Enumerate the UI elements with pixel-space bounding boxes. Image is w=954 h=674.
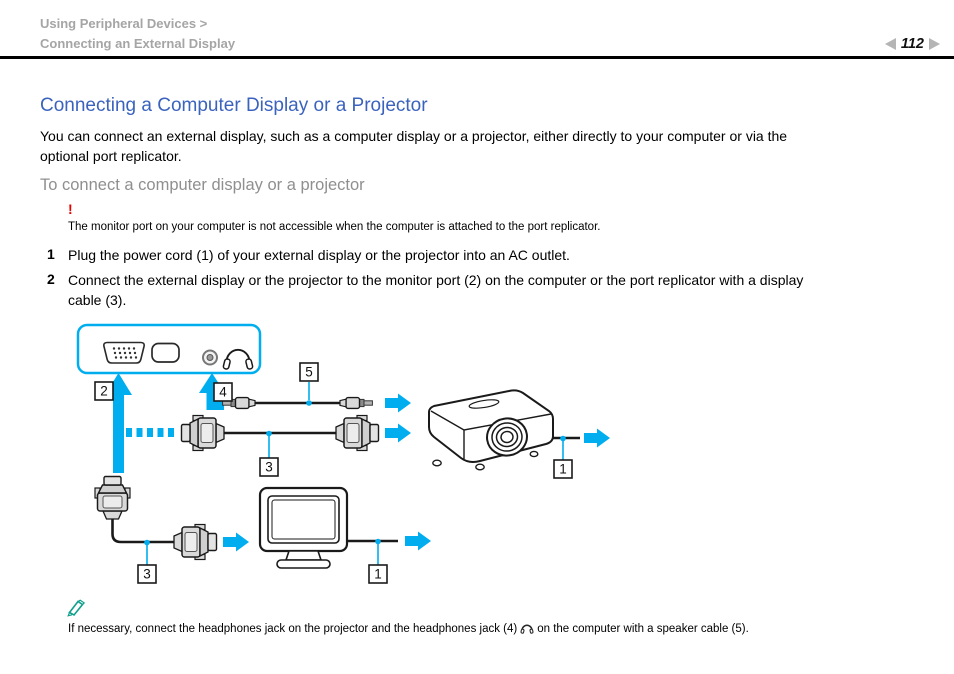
- svg-text:4: 4: [219, 385, 227, 400]
- next-page-icon[interactable]: [929, 38, 940, 50]
- headphones-icon: [222, 348, 254, 370]
- svg-text:3: 3: [143, 567, 151, 582]
- monitor-port-arrow: [105, 373, 132, 473]
- callout-leaders: [144, 382, 566, 565]
- svg-text:1: 1: [374, 567, 382, 582]
- page-title: Connecting a Computer Display or a Proje…: [40, 95, 428, 116]
- step-1-number: 1: [47, 246, 55, 262]
- warning-text: The monitor port on your computer is not…: [68, 221, 601, 233]
- note-text: If necessary, connect the headphones jac…: [68, 621, 749, 635]
- page-navigation: 112: [884, 36, 940, 52]
- vga-connector-icon: [173, 523, 218, 561]
- intro-paragraph: You can connect an external display, suc…: [40, 128, 788, 164]
- callout-display-cable-upper: 3: [259, 457, 279, 477]
- callout-speaker-cable: 5: [299, 362, 319, 382]
- svg-text:1: 1: [559, 462, 567, 477]
- connection-diagram: 2 4 5 3 3 1 1: [76, 323, 610, 584]
- callout-headphones-jack: 4: [213, 382, 233, 402]
- procedure-heading: To connect a computer display or a proje…: [40, 176, 365, 194]
- note-text-before: If necessary, connect the headphones jac…: [68, 623, 518, 635]
- note-pencil-icon: [66, 599, 86, 622]
- arrow-right-icon: [405, 531, 431, 551]
- headphones-jack-icon: [202, 349, 218, 366]
- svg-text:3: 3: [265, 460, 273, 475]
- display-cable-lower: [111, 515, 180, 544]
- breadcrumb: Using Peripheral Devices > Connecting an…: [40, 14, 235, 53]
- vga-connector-icon: [94, 475, 131, 520]
- previous-page-icon[interactable]: [884, 38, 896, 50]
- arrow-right-icon: [223, 532, 249, 552]
- computer-ports-panel: [76, 323, 262, 375]
- vga-connector-icon: [335, 414, 380, 452]
- crt-monitor: [258, 486, 349, 569]
- vga-connector-icon: [180, 414, 225, 452]
- video-out-port-icon: [151, 342, 180, 363]
- page-header: Using Peripheral Devices > Connecting an…: [0, 0, 954, 59]
- vga-port-icon: [103, 341, 145, 364]
- svg-text:5: 5: [305, 365, 313, 380]
- callout-display-power-cord: 1: [368, 564, 388, 584]
- breadcrumb-line-1: Using Peripheral Devices >: [40, 16, 208, 31]
- mini-jack-connector-icon: [339, 396, 374, 410]
- projector-lens: [486, 417, 528, 457]
- headphones-icon: [520, 624, 534, 634]
- arrow-right-icon: [584, 428, 610, 448]
- page-number: 112: [900, 36, 924, 52]
- note-text-after: on the computer with a speaker cable (5)…: [537, 623, 749, 635]
- svg-text:2: 2: [100, 384, 108, 399]
- arrow-right-icon: [385, 393, 411, 413]
- callout-projector-power-cord: 1: [553, 459, 573, 479]
- step-2-number: 2: [47, 271, 55, 287]
- warning-icon: !: [68, 201, 73, 217]
- projector: [428, 389, 554, 471]
- step-1-text: Plug the power cord (1) of your external…: [68, 247, 570, 263]
- breadcrumb-line-2: Connecting an External Display: [40, 35, 236, 51]
- step-2-text: Connect the external display or the proj…: [68, 272, 804, 308]
- callout-monitor-port: 2: [94, 381, 114, 401]
- arrow-right-icon: [385, 423, 411, 443]
- callout-display-cable-lower: 3: [137, 564, 157, 584]
